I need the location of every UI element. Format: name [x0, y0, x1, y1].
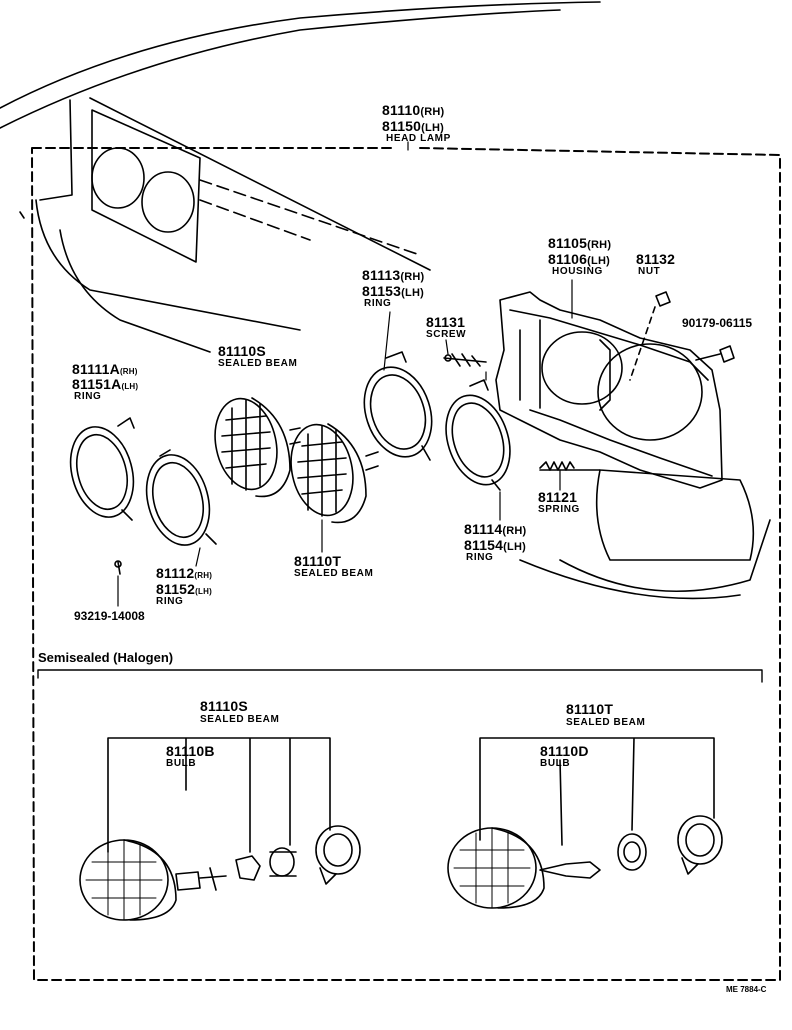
sealed-beam-t-desc: SEALED BEAM: [294, 568, 374, 579]
screw-pn: 81131: [426, 314, 466, 330]
semisealed-81110t-group: [447, 737, 723, 909]
ring-81114-pn-rh: 81114(RH): [464, 521, 527, 537]
ring-81111-pn-lh: 81151A(LH): [72, 376, 139, 392]
ring-81111-desc: RING: [74, 391, 102, 402]
nut-bolt-pn: 90179-06115: [682, 316, 753, 330]
semisealed-81110s-group: [79, 737, 361, 921]
spring-pn: 81121: [538, 489, 578, 505]
ring-81111a-part: [69, 417, 135, 521]
section-left-pn: 81110S: [200, 698, 248, 714]
section-bracket: [37, 669, 763, 683]
leader-lines: [117, 141, 573, 607]
ring-81112-pn-lh: 81152(LH): [156, 581, 212, 597]
section-left-bulb-desc: BULB: [166, 758, 197, 769]
ring-81113-pn-rh: 81113(RH): [362, 267, 425, 283]
section-title: Semisealed (Halogen): [38, 650, 174, 665]
screw-desc: SCREW: [426, 329, 467, 340]
screw-bottom-pn: 93219-14008: [74, 609, 145, 623]
spring-part: [539, 461, 575, 471]
section-right-bulb-desc: BULB: [540, 758, 571, 769]
sealed-beam-81110s-part: [214, 397, 301, 498]
housing-desc: HOUSING: [552, 266, 603, 277]
ring-81114-pn-lh: 81154(LH): [464, 537, 526, 553]
housing-part: [495, 291, 723, 489]
nut-desc: NUT: [638, 266, 661, 277]
sealed-beam-s-desc: SEALED BEAM: [218, 358, 298, 369]
ring-81113-pn-lh: 81153(LH): [362, 283, 424, 299]
section-left-bulb-pn: 81110B: [166, 743, 215, 759]
section-left-desc: SEALED BEAM: [200, 714, 280, 725]
nut-part: [629, 291, 735, 381]
housing-pn-lh: 81106(LH): [548, 251, 610, 267]
ring-81114-part: [445, 379, 511, 491]
spring-desc: SPRING: [538, 504, 580, 515]
section-right-pn: 81110T: [566, 701, 614, 717]
sealed-beam-s-pn: 81110S: [218, 343, 266, 359]
screw-93219-part: [114, 560, 122, 575]
ring-81112-part: [145, 449, 217, 546]
section-right-desc: SEALED BEAM: [566, 717, 646, 728]
ring-81114-desc: RING: [466, 552, 494, 563]
car-body-outline: [0, 1, 771, 600]
housing-pn-rh: 81105(RH): [548, 235, 612, 251]
ring-81113-desc: RING: [364, 298, 392, 309]
sealed-beam-t-pn: 81110T: [294, 553, 342, 569]
diagram-ref-code: ME 7884-C: [726, 985, 767, 994]
ring-81112-pn-rh: 81112(RH): [156, 565, 213, 581]
screw-part: [443, 353, 487, 367]
ring-81111-pn-rh: 81111A(RH): [72, 361, 138, 377]
ring-81113-part: [363, 351, 433, 461]
nut-pn: 81132: [636, 251, 676, 267]
head-lamp-pn-rh: 81110(RH): [382, 102, 445, 118]
ring-81112-desc: RING: [156, 596, 184, 607]
head-lamp-pn-lh: 81150(LH): [382, 118, 444, 134]
head-lamp-desc: HEAD LAMP: [386, 133, 451, 144]
section-right-bulb-pn: 81110D: [540, 743, 589, 759]
sealed-beam-81110t-part: [290, 423, 379, 524]
